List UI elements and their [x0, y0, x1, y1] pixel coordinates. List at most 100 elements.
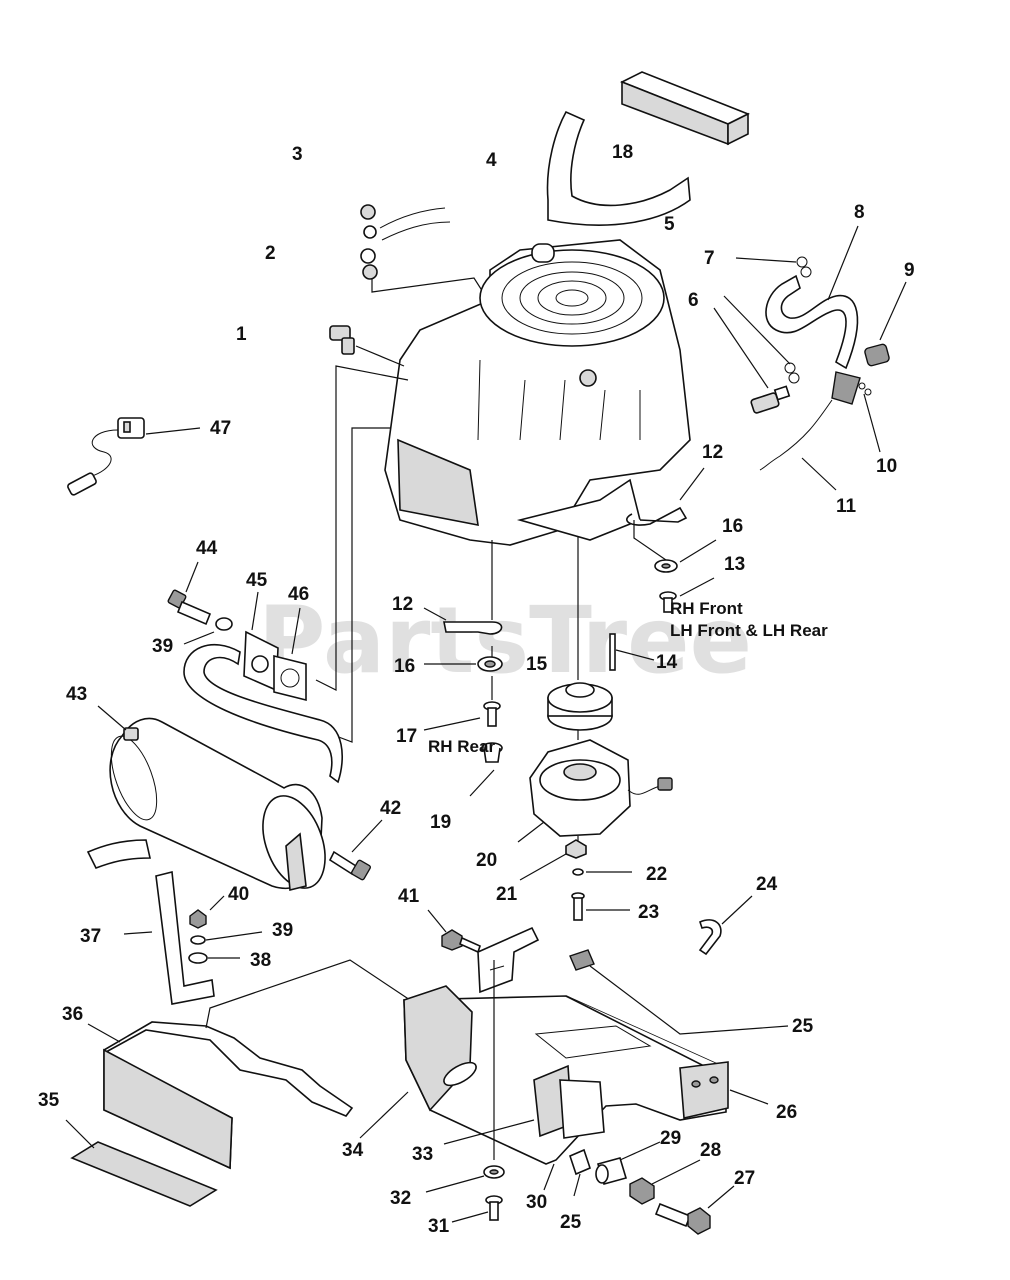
- callout-29[interactable]: 29: [660, 1128, 681, 1149]
- mount-bracket-upper[interactable]: [477, 926, 540, 994]
- part-33-bracket[interactable]: [533, 1064, 605, 1139]
- callout-39-top[interactable]: 39: [152, 636, 173, 657]
- part-20-clutch[interactable]: [529, 739, 673, 837]
- part-4-hose[interactable]: [546, 110, 691, 226]
- part-12-bracket-right[interactable]: [626, 506, 688, 526]
- part-25-clip-nut-top[interactable]: [569, 949, 595, 971]
- callout-2[interactable]: 2: [265, 243, 276, 264]
- callout-40[interactable]: 40: [228, 884, 249, 905]
- part-16-washer-left[interactable]: [477, 656, 503, 672]
- callout-11[interactable]: 11: [836, 496, 857, 517]
- callout-14[interactable]: 14: [656, 652, 678, 673]
- callout-34[interactable]: 34: [342, 1140, 364, 1161]
- part-43-muffler[interactable]: [86, 717, 337, 896]
- part-16-washer-right[interactable]: [654, 559, 678, 573]
- callout-15[interactable]: 15: [526, 654, 548, 675]
- callout-44[interactable]: 44: [196, 538, 218, 559]
- callout-46[interactable]: 46: [288, 584, 309, 605]
- callout-35[interactable]: 35: [38, 1090, 60, 1111]
- callout-1[interactable]: 1: [236, 324, 247, 345]
- callout-3[interactable]: 3: [292, 144, 303, 165]
- part-42-bolt[interactable]: [328, 850, 372, 881]
- callout-25-bottom[interactable]: 25: [560, 1212, 582, 1233]
- exhaust-pipe[interactable]: [183, 643, 343, 784]
- callout-19[interactable]: 19: [430, 812, 451, 833]
- part-14-key[interactable]: [609, 633, 616, 671]
- callout-43[interactable]: 43: [66, 684, 87, 705]
- part-3-nut[interactable]: [360, 204, 451, 241]
- part-37-strap[interactable]: [155, 871, 215, 1005]
- part-5-engine[interactable]: [384, 239, 691, 546]
- part-40-nut[interactable]: [189, 909, 207, 929]
- callout-22[interactable]: 22: [646, 864, 667, 885]
- callout-8[interactable]: 8: [854, 202, 865, 223]
- callout-38[interactable]: 38: [250, 950, 271, 971]
- part-6-sensor[interactable]: [750, 385, 791, 414]
- part-9-plug-cap[interactable]: [864, 343, 890, 367]
- callout-9[interactable]: 9: [904, 260, 915, 281]
- callout-6[interactable]: 6: [688, 290, 699, 311]
- part-8-hose[interactable]: [765, 274, 859, 370]
- part-45-flange[interactable]: [243, 630, 279, 692]
- callout-23[interactable]: 23: [638, 902, 659, 923]
- part-47-connector[interactable]: [67, 417, 145, 496]
- part-44-bolt[interactable]: [167, 589, 212, 626]
- callout-17[interactable]: 17: [396, 726, 417, 747]
- part-38-washer[interactable]: [188, 952, 208, 964]
- callout-24[interactable]: 24: [756, 874, 778, 895]
- callout-12-right[interactable]: 12: [702, 442, 723, 463]
- callout-28[interactable]: 28: [700, 1140, 721, 1161]
- callout-31[interactable]: 31: [428, 1216, 450, 1237]
- callout-47[interactable]: 47: [210, 418, 231, 439]
- callout-18[interactable]: 18: [612, 142, 633, 163]
- callout-12-left[interactable]: 12: [392, 594, 413, 615]
- part-36-heat-shield[interactable]: [103, 1021, 354, 1170]
- callout-36[interactable]: 36: [62, 1004, 83, 1025]
- part-17-bolt[interactable]: [483, 701, 501, 727]
- part-26-bracket[interactable]: [679, 1061, 729, 1119]
- callout-33[interactable]: 33: [412, 1144, 433, 1165]
- part-39-washer-bottom[interactable]: [190, 935, 206, 945]
- callout-42[interactable]: 42: [380, 798, 401, 819]
- part-41-bolt[interactable]: [441, 929, 481, 954]
- part-23-bolt[interactable]: [571, 892, 585, 921]
- callout-39-bottom[interactable]: 39: [272, 920, 293, 941]
- callout-26[interactable]: 26: [776, 1102, 797, 1123]
- callout-37[interactable]: 37: [80, 926, 101, 947]
- part-10-grommet[interactable]: [858, 382, 872, 396]
- part-13-bolt-right[interactable]: [659, 591, 677, 613]
- callout-13[interactable]: 13: [724, 554, 745, 575]
- part-18-foam-block[interactable]: [620, 71, 750, 146]
- callout-41[interactable]: 41: [398, 886, 420, 907]
- callout-4[interactable]: 4: [486, 150, 497, 171]
- part-24-clip[interactable]: [698, 919, 722, 956]
- part-2-washer[interactable]: [360, 225, 378, 280]
- callout-10[interactable]: 10: [876, 456, 897, 477]
- part-12-bracket-left[interactable]: [443, 621, 503, 635]
- part-15-pulley[interactable]: [547, 682, 613, 731]
- part-21-spacer[interactable]: [565, 839, 587, 859]
- part-11-cable[interactable]: [759, 371, 861, 471]
- part-28-bushing[interactable]: [629, 1177, 655, 1205]
- callout-16-right[interactable]: 16: [722, 516, 743, 537]
- part-22-washer[interactable]: [572, 868, 584, 876]
- part-27-bolt[interactable]: [654, 1202, 711, 1235]
- part-7-clamp[interactable]: [784, 256, 812, 384]
- part-29-spacer[interactable]: [595, 1157, 628, 1185]
- callout-45[interactable]: 45: [246, 570, 268, 591]
- callout-16-left[interactable]: 16: [394, 656, 415, 677]
- callout-27[interactable]: 27: [734, 1168, 755, 1189]
- callout-30[interactable]: 30: [526, 1192, 547, 1213]
- part-25-clip-nut-bottom[interactable]: [569, 1148, 591, 1176]
- part-1-fitting[interactable]: [329, 325, 355, 355]
- callout-21[interactable]: 21: [496, 884, 518, 905]
- callout-5[interactable]: 5: [664, 214, 675, 235]
- part-39-washer-top[interactable]: [215, 617, 233, 631]
- callout-32[interactable]: 32: [390, 1188, 411, 1209]
- callout-7[interactable]: 7: [704, 248, 715, 269]
- part-46-gasket[interactable]: [273, 654, 307, 702]
- part-19-bushing[interactable]: [481, 742, 503, 763]
- part-32-washer[interactable]: [483, 1165, 505, 1179]
- part-35-pad[interactable]: [70, 1141, 218, 1207]
- callout-25-top[interactable]: 25: [792, 1016, 814, 1037]
